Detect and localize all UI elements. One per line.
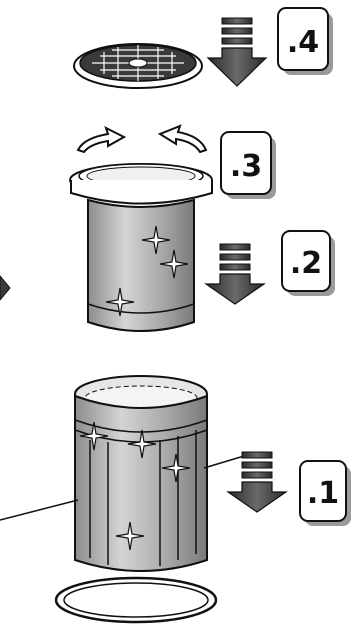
left-edge-arrow-icon — [0, 276, 10, 300]
leader-line — [0, 500, 78, 520]
grille-disc — [74, 44, 202, 88]
down-arrow-icon — [228, 452, 286, 512]
step-3-label-box: .3 — [221, 132, 276, 199]
step-4-label-box: .4 — [278, 8, 333, 75]
gasket-ring — [56, 578, 216, 622]
down-arrow-icon — [208, 18, 266, 86]
rotate-arrows-icon — [78, 126, 206, 152]
step-3-label: .3 — [230, 149, 262, 184]
step-4-label: .4 — [287, 25, 319, 60]
step-2-label-box: .2 — [282, 231, 335, 296]
upper-canister — [70, 164, 212, 331]
base-housing — [75, 376, 207, 571]
leader-line — [204, 456, 244, 468]
step-2-label: .2 — [290, 246, 322, 281]
step-1-label: .1 — [307, 476, 339, 511]
step-1-label-box: .1 — [300, 461, 351, 526]
down-arrow-icon — [206, 244, 264, 304]
